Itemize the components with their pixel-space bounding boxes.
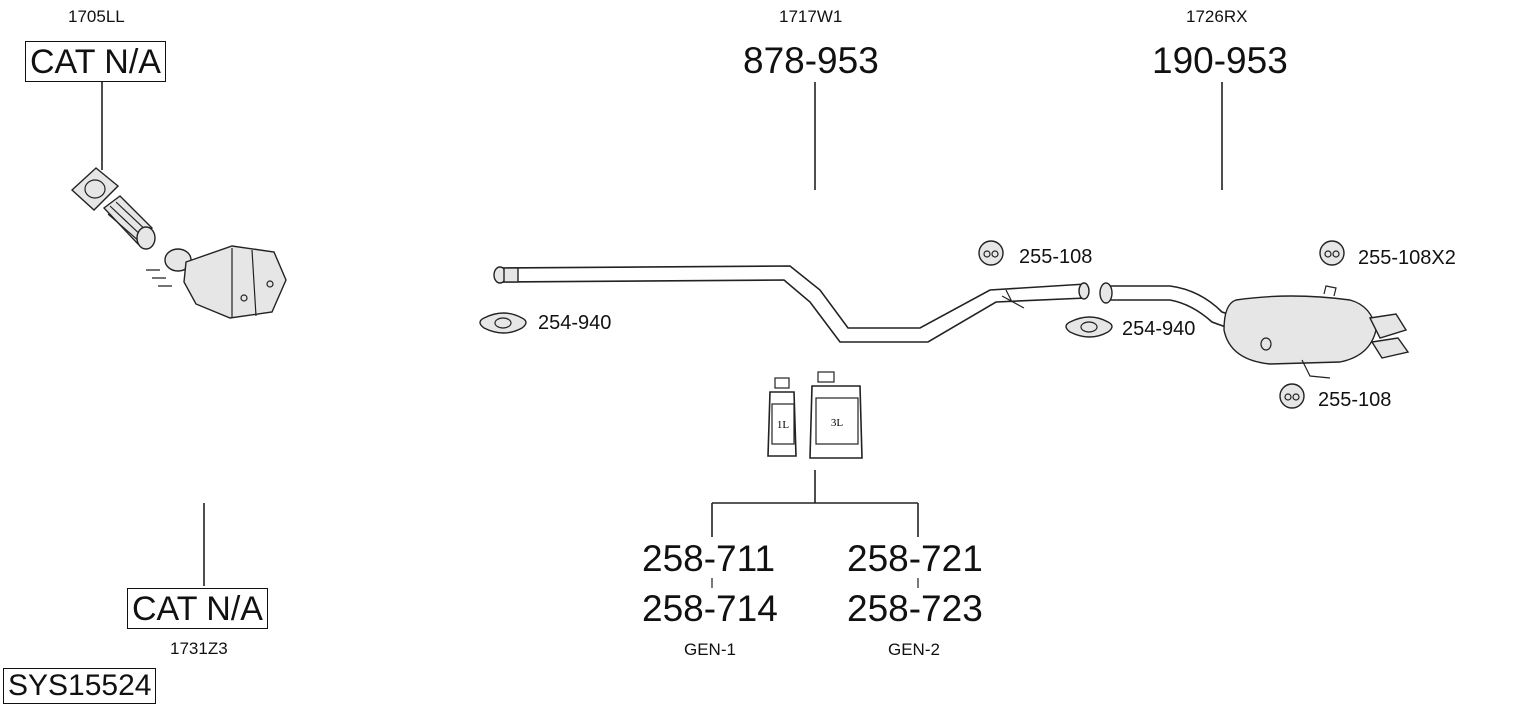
clamp-left-drawing	[479, 312, 527, 334]
middle-pipe-number: 878-953	[743, 40, 879, 81]
system-id: SYS15524	[3, 668, 157, 704]
rear-silencer-code: 1726RX	[1186, 7, 1248, 26]
bottle-small-label: 1L	[777, 419, 790, 431]
rubber-mid-number: 255-108	[1019, 246, 1093, 268]
rubber-top-right-number: 255-108X2	[1358, 247, 1456, 269]
rubber-mount-mid-drawing	[978, 240, 1004, 266]
cat-front-code: 1705LL	[68, 7, 125, 26]
rubber-mount-top-right-drawing	[1319, 240, 1345, 266]
cat-front-label: CAT N/A	[25, 41, 166, 82]
rubber-bottom-right-number: 255-108	[1318, 389, 1392, 411]
clamp-right-number: 254-940	[1122, 318, 1196, 340]
paste-bracket	[711, 470, 919, 588]
middle-pipe-code: 1717W1	[779, 7, 843, 26]
paste-bottle-small-drawing: 1L	[767, 377, 797, 457]
gen1-number-bottom: 258-714	[642, 588, 778, 629]
cat-rear-label: CAT N/A	[127, 588, 268, 629]
gen1-name: GEN-1	[684, 640, 736, 659]
rear-silencer-number: 190-953	[1152, 40, 1288, 81]
middle-pipe-drawing	[493, 265, 1090, 343]
gen2-name: GEN-2	[888, 640, 940, 659]
rear-silencer-drawing	[1099, 282, 1410, 379]
gen1-number-top: 258-711	[642, 538, 776, 579]
bottle-large-label: 3L	[831, 417, 844, 429]
clamp-right-drawing	[1065, 316, 1113, 338]
paste-bottle-large-drawing: 3L	[809, 371, 863, 459]
gen2-number-bottom: 258-723	[847, 588, 983, 629]
clamp-left-number: 254-940	[538, 312, 612, 334]
front-catalyst-drawing	[70, 167, 287, 319]
cat-rear-code: 1731Z3	[170, 639, 228, 658]
gen2-number-top: 258-721	[847, 538, 983, 579]
rubber-mount-bottom-right-drawing	[1279, 383, 1305, 409]
